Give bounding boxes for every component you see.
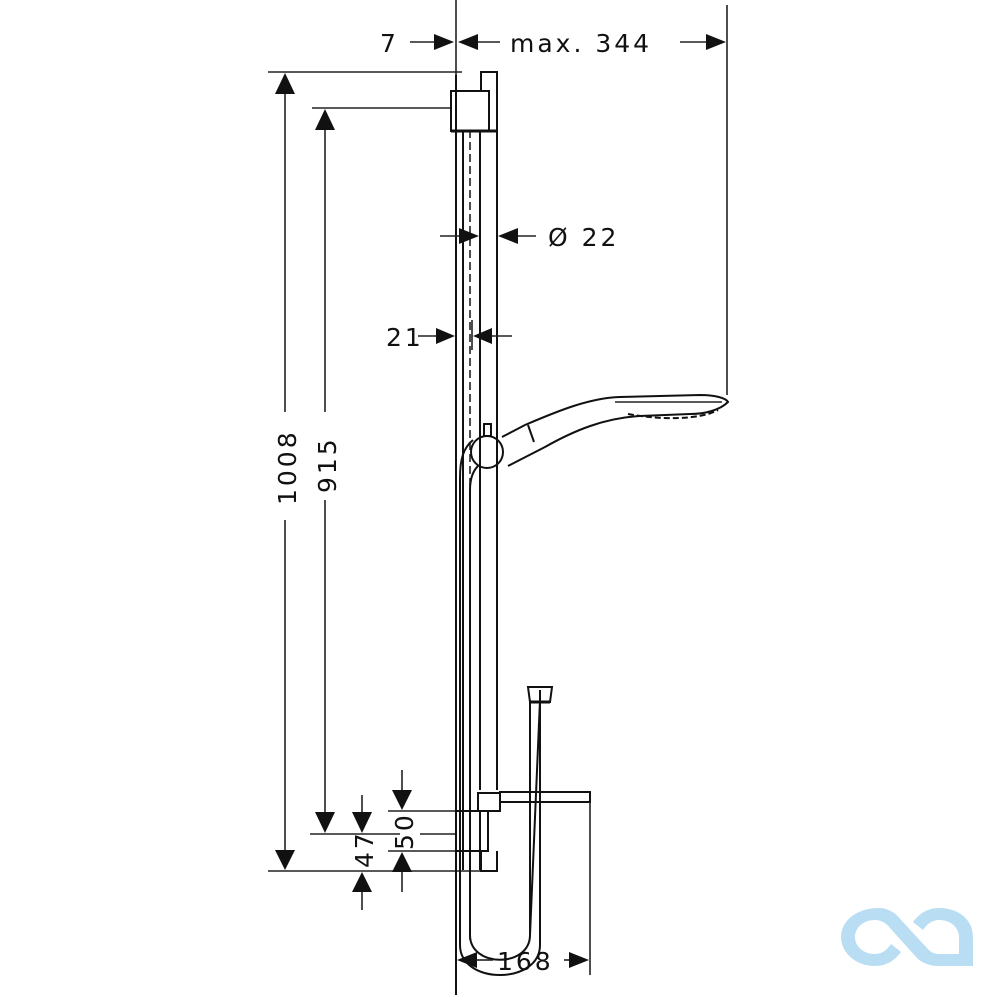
arrow-up-icon	[352, 872, 372, 892]
arrow-up-icon	[275, 73, 295, 94]
arrow-down-icon	[315, 812, 335, 833]
arrow-up-icon	[315, 109, 335, 130]
dim-shelf-width: 168	[497, 947, 554, 976]
dimension-rail-gap: 21	[386, 320, 512, 352]
arrow-left-icon	[473, 328, 492, 344]
arrow-right-icon	[569, 952, 589, 968]
dim-max-projection: max. 344	[510, 29, 652, 58]
arrow-right-icon	[706, 34, 726, 50]
arrow-left-icon	[457, 952, 477, 968]
dim-lower-offset-a: 47	[350, 830, 379, 868]
dim-rail-wall-gap: 21	[386, 323, 424, 352]
dim-wall-offset: 7	[380, 29, 399, 58]
arrow-left-icon	[498, 228, 518, 244]
arrow-right-icon	[436, 328, 455, 344]
dim-rail-diameter: Ø 22	[548, 223, 619, 252]
dimension-rail-diameter: Ø 22	[440, 223, 619, 252]
hand-shower	[470, 393, 730, 469]
arrow-down-icon	[275, 850, 295, 870]
shower-rail	[455, 72, 498, 995]
dim-total-height: 1008	[273, 429, 302, 505]
brand-logo-icon	[841, 908, 973, 966]
shelf	[499, 791, 591, 975]
arrow-right-icon	[434, 34, 454, 50]
dim-lower-offset-b: 50	[390, 812, 419, 850]
dimension-bottom: 168	[457, 947, 589, 976]
dimension-top: 7 max. 344	[380, 0, 728, 395]
shower-hose	[459, 439, 554, 976]
arrow-left-icon	[458, 34, 478, 50]
arrow-down-icon	[392, 790, 412, 810]
dim-bracket-spacing: 915	[313, 436, 342, 493]
arrow-down-icon	[352, 812, 372, 833]
arrow-up-icon	[392, 852, 412, 872]
arrow-right-icon	[459, 228, 479, 244]
dimension-left: 1008 915 47 50	[268, 71, 498, 910]
top-wall-bracket	[450, 71, 498, 133]
